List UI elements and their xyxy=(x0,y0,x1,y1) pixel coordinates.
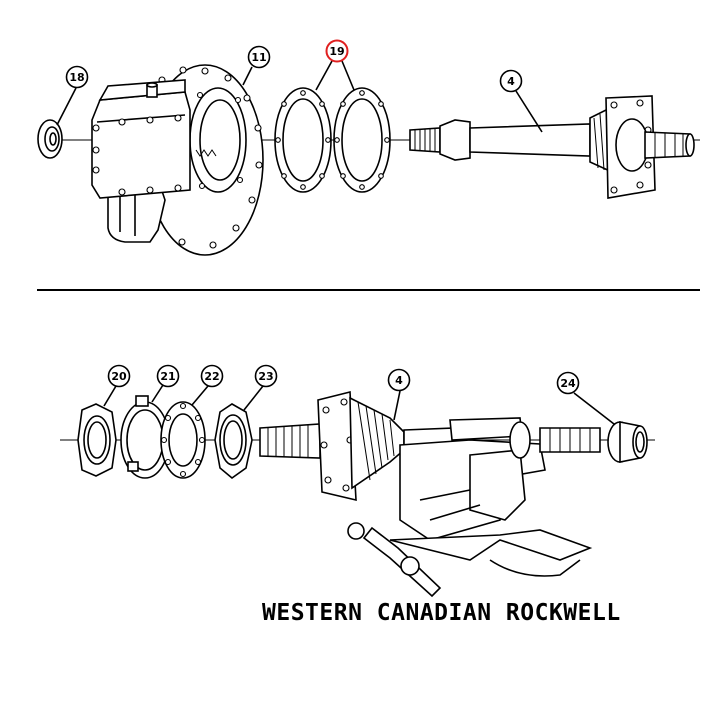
top-assembly: 18 11 19 4 xyxy=(37,39,700,256)
callout-20: 20 xyxy=(103,364,131,407)
callout-18-label: 18 xyxy=(69,71,84,84)
part-11-carrier-housing xyxy=(91,64,264,256)
callout-20-label: 20 xyxy=(111,370,127,383)
callout-19: 19 xyxy=(315,39,355,91)
callout-18: 18 xyxy=(56,65,89,126)
part-19-gaskets xyxy=(274,87,391,193)
part-4-pinion-shaft-top xyxy=(409,95,695,199)
callout-11-label: 11 xyxy=(251,51,266,64)
part-24-bearing xyxy=(607,421,648,463)
part-20-nut xyxy=(77,403,117,477)
callout-21-label: 21 xyxy=(160,370,175,383)
part-22-washer xyxy=(160,401,206,479)
callout-11: 11 xyxy=(242,45,271,86)
callout-4-bottom: 4 xyxy=(387,368,411,421)
part-23-nut xyxy=(214,403,253,480)
callout-22: 22 xyxy=(191,364,224,406)
bottom-assembly: 20 21 22 23 4 24 xyxy=(60,364,655,598)
callout-24: 24 xyxy=(556,371,615,425)
callout-24-label: 24 xyxy=(560,377,576,390)
callout-4-top: 4 xyxy=(499,69,543,133)
callout-4-top-label: 4 xyxy=(507,75,515,88)
callout-23: 23 xyxy=(243,364,278,411)
watermark-text: WESTERN CANADIAN ROCKWELL xyxy=(262,600,621,626)
callout-19-label: 19 xyxy=(329,45,344,58)
callout-21: 21 xyxy=(151,364,180,403)
part-4-pinion-in-vise xyxy=(259,390,601,598)
part-18-seal xyxy=(37,119,63,159)
callout-4-bottom-label: 4 xyxy=(395,374,403,387)
callout-22-label: 22 xyxy=(204,370,219,383)
callout-23-label: 23 xyxy=(258,370,273,383)
